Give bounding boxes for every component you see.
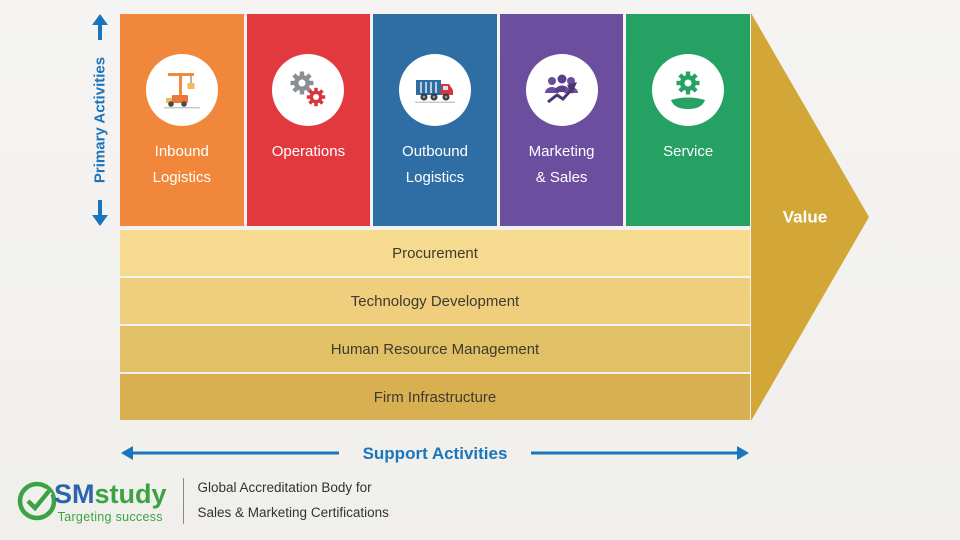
logo-tagline: Targeting success <box>57 510 163 525</box>
logo-sm: SM <box>54 478 95 509</box>
arrow-left-icon <box>121 446 339 460</box>
icon-circle <box>272 54 345 126</box>
column-label: Inbound Logistics <box>152 143 211 186</box>
accreditation-line-2: Sales & Marketing Certifications <box>197 504 389 520</box>
value-label: Value <box>783 208 827 227</box>
column-label: Operations <box>271 143 346 160</box>
gears-icon <box>290 71 326 107</box>
arrow-down-icon <box>92 215 108 226</box>
team-growth-icon <box>544 74 578 104</box>
band-label: Technology Development <box>350 292 520 310</box>
column-label: Service <box>663 143 714 160</box>
primary-activities-axis: Primary Activities <box>92 14 109 226</box>
footer: SMstudy Targeting success Global Accredi… <box>14 476 389 526</box>
column-label: Outbound Logistics <box>402 143 468 186</box>
arrow-right-icon <box>531 446 749 460</box>
support-band-human-resource-management: Human Resource Management <box>120 326 750 372</box>
support-band-procurement: Procurement <box>120 230 750 276</box>
logo-study: study <box>94 478 167 509</box>
accreditation-text: Global Accreditation Body for Sales & Ma… <box>198 476 389 526</box>
band-label: Human Resource Management <box>330 340 540 358</box>
band-label: Firm Infrastructure <box>373 388 497 406</box>
support-band-technology-development: Technology Development <box>120 278 750 324</box>
icon-circle <box>525 54 598 126</box>
footer-divider <box>182 477 184 524</box>
logo-wordmark: SMstudy <box>54 478 167 510</box>
icon-circle <box>145 54 218 126</box>
check-circle-icon <box>17 481 57 520</box>
column-outbound-logistics: Outbound Logistics <box>373 14 497 226</box>
primary-activities-row: Inbound Logistics Operations <box>120 14 750 226</box>
column-marketing-sales: Marketing & Sales <box>499 14 624 226</box>
icon-circle <box>398 54 471 126</box>
gear-hand-icon <box>671 71 706 109</box>
smstudy-logo: SMstudy Targeting success <box>14 478 167 525</box>
support-activities-stack: Procurement Technology Development Human… <box>120 230 750 420</box>
arrow-up-icon <box>92 14 108 25</box>
accreditation-line-1: Global Accreditation Body for <box>197 480 372 495</box>
crane-truck-icon <box>163 73 200 109</box>
value-arrow: Value <box>751 13 869 421</box>
logo-text: SMstudy Targeting success <box>54 478 167 525</box>
column-service: Service <box>626 14 750 226</box>
support-band-firm-infrastructure: Firm Infrastructure <box>120 374 750 420</box>
band-label: Procurement <box>392 244 478 262</box>
column-inbound-logistics: Inbound Logistics <box>120 14 244 226</box>
column-label: Marketing & Sales <box>528 143 595 186</box>
delivery-truck-icon <box>414 80 455 103</box>
support-activities-label: Support Activities <box>362 444 508 463</box>
column-operations: Operations <box>246 14 371 226</box>
primary-activities-label: Primary Activities <box>92 57 109 183</box>
icon-circle <box>652 54 725 126</box>
